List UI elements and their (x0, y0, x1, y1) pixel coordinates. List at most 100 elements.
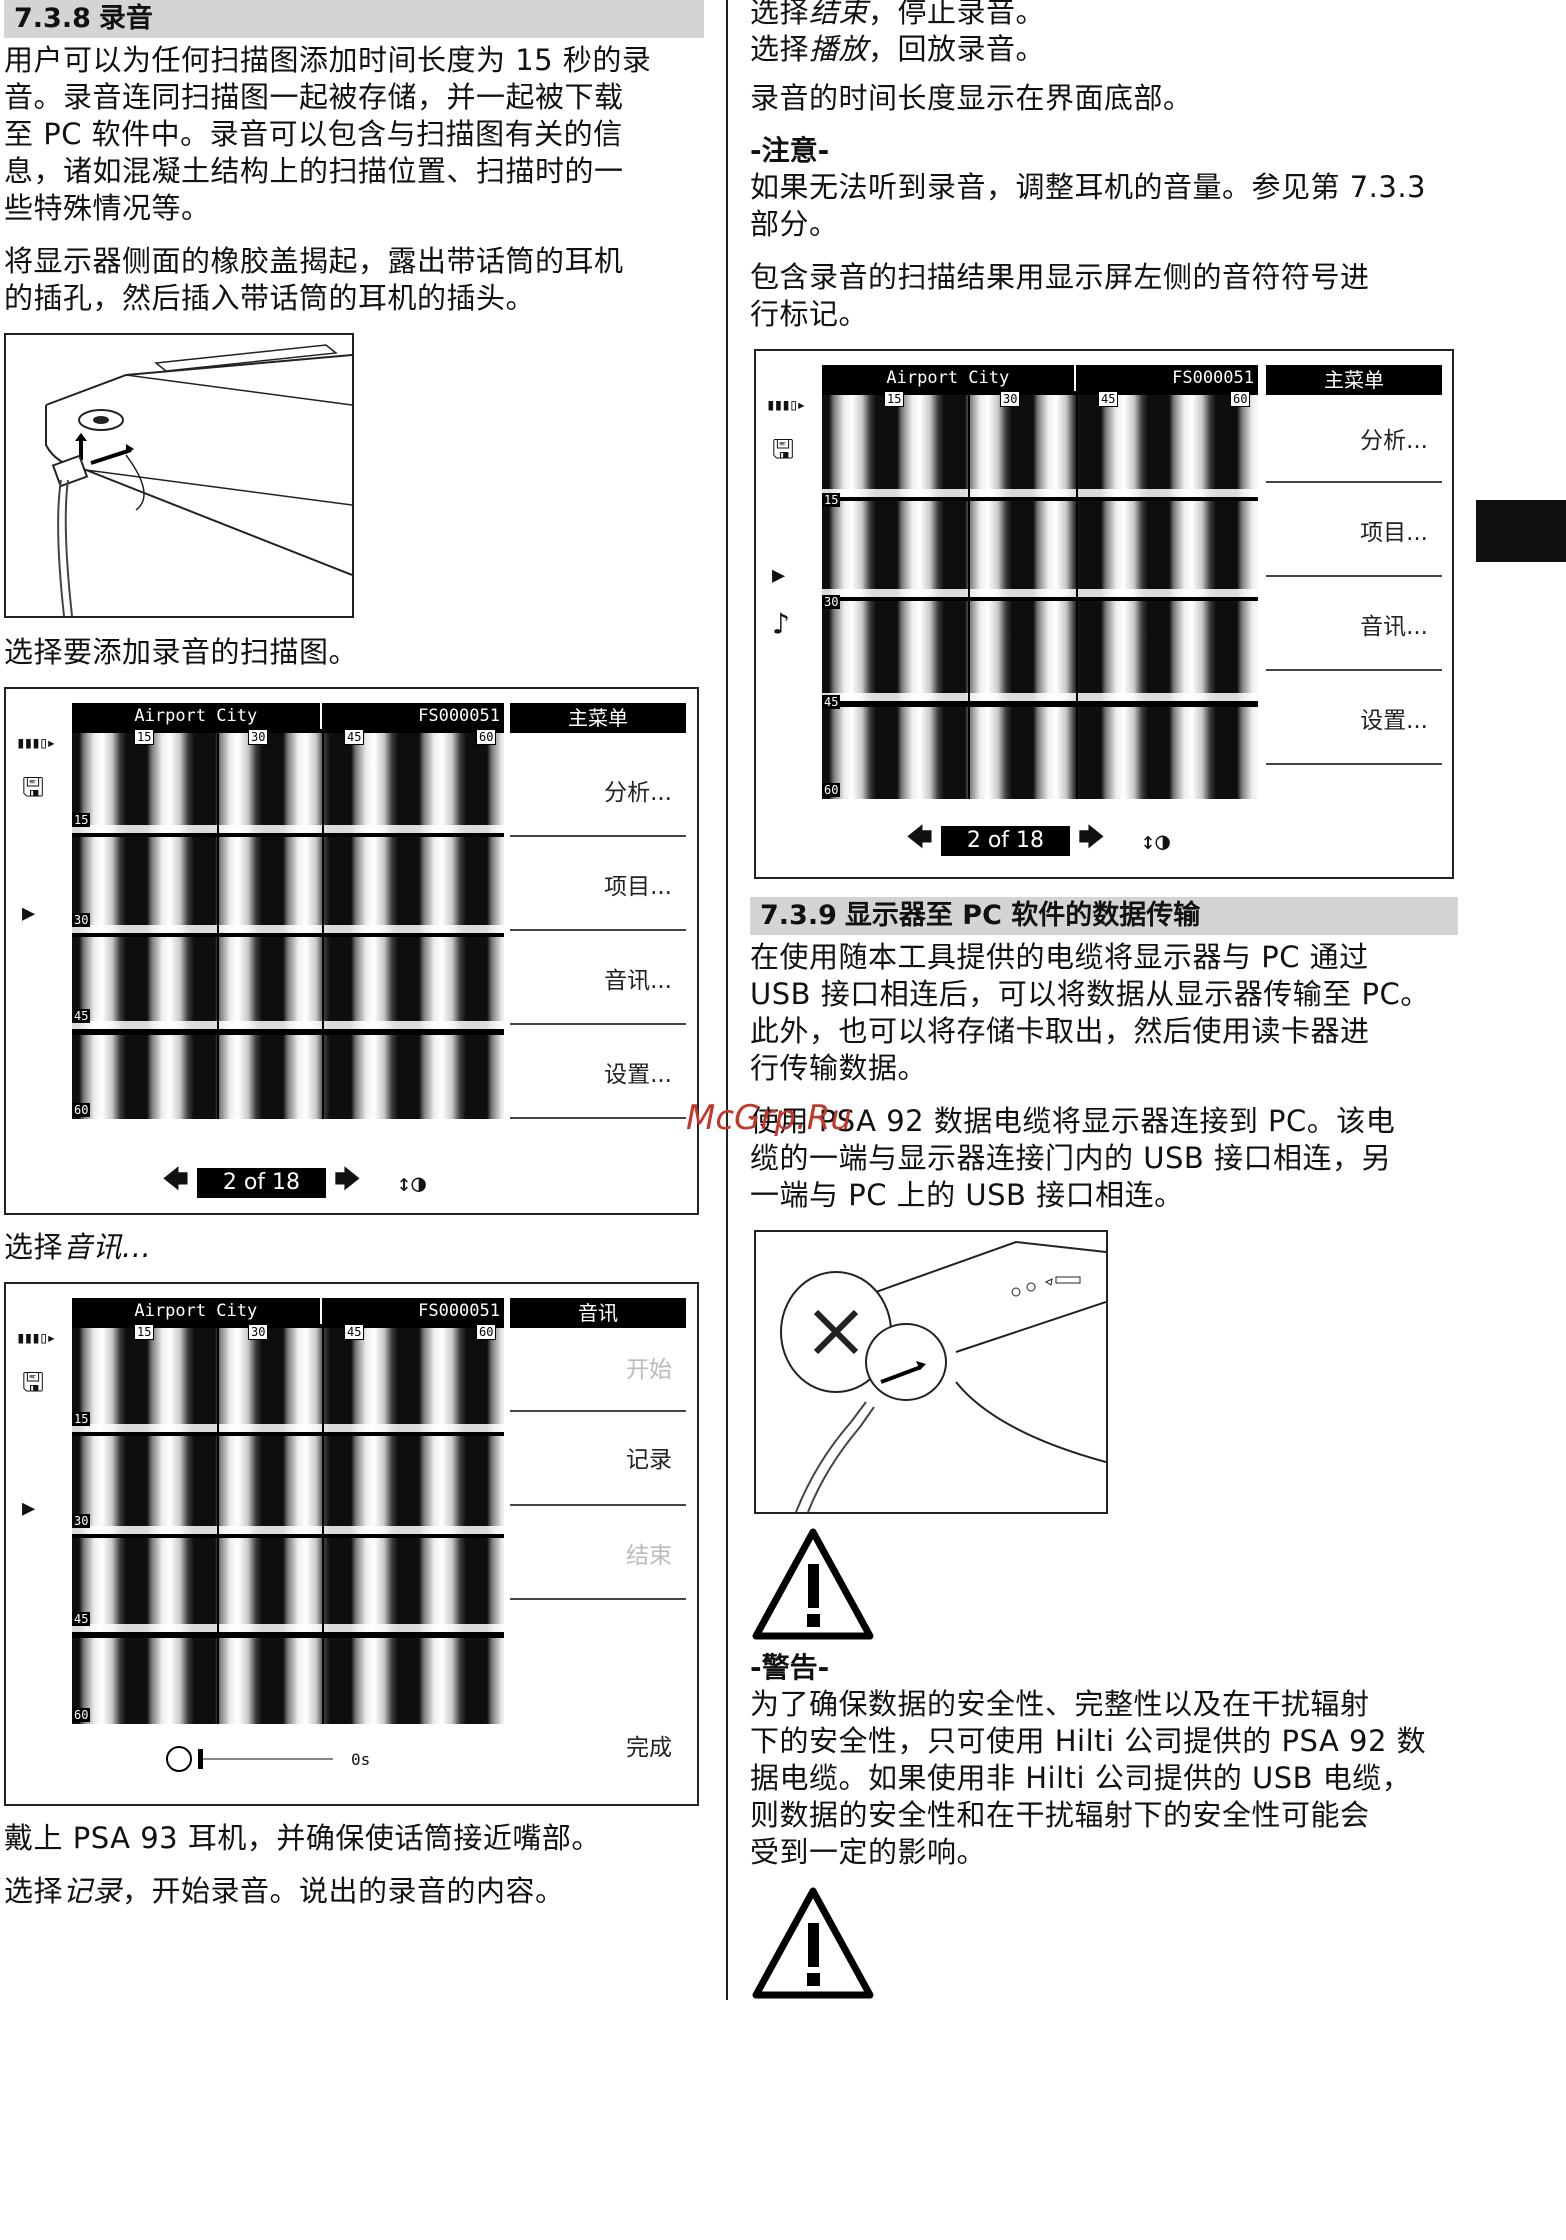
text-line: 息，诸如混凝土结构上的扫描位置、扫描时的一 (4, 154, 624, 188)
text-line: 一端与 PC 上的 USB 接口相连。 (750, 1178, 1184, 1212)
menu-item-record[interactable]: 记录 (626, 1447, 672, 1473)
save-icon: 🖫 (772, 435, 795, 465)
emphasis-text: 记录 (63, 1874, 123, 1908)
depth-mark: 45 (72, 1612, 91, 1626)
screen-audio-menu: ▮▮▮▯▸ 🖫 ▶ Airport City FS000051 15 30 45 (4, 1282, 699, 1806)
emphasis-text: 播放 (809, 32, 869, 66)
top-mark: 60 (476, 729, 497, 745)
menu-item-stop[interactable]: 结束 (626, 1543, 672, 1569)
text-line: 选择结束，停止录音。 (750, 0, 1458, 31)
section-number: 7.3.9 (760, 900, 837, 931)
menu-item-settings[interactable]: 设置... (1360, 708, 1428, 734)
device-screen: ▮▮▮▯▸ 🖫 ▶ Airport City FS000051 15 30 45 (6, 689, 697, 1213)
screen-main-menu: ▮▮▮▯▸ 🖫 ▶ Airport City FS000051 15 30 45 (4, 687, 699, 1215)
menu-item-project[interactable]: 项目... (1360, 520, 1428, 546)
column-divider (726, 0, 728, 2000)
text-line: 选择播放，回放录音。 (750, 31, 1458, 68)
device-side-drawing (45, 344, 353, 617)
menu-item-audio[interactable]: 音讯... (1360, 614, 1428, 640)
menu-item-project[interactable]: 项目... (604, 874, 672, 900)
text-line: 包含录音的扫描结果用显示屏左侧的音符符号进 (750, 260, 1370, 294)
text-line: USB 接口相连后，可以将数据从显示器传输至 PC。 (750, 977, 1430, 1011)
scan-header-bar: Airport City FS000051 (822, 365, 1258, 391)
text-line: 则数据的安全性和在干扰辐射下的安全性可能会 (750, 1798, 1370, 1832)
text-line: 缆的一端与显示器连接门内的 USB 接口相连，另 (750, 1141, 1391, 1175)
page-indicator: 2 of 18 (196, 1168, 327, 1198)
page-nav[interactable]: 🡄 2 of 18 🡆 ↕◑ (906, 819, 1170, 863)
device-screen: ▮▮▮▯▸ 🖫 ▶ ♪ Airport City FS000051 15 30 (756, 351, 1452, 877)
menu-item-analysis[interactable]: 分析... (1360, 428, 1428, 454)
text: 选择 (4, 1230, 64, 1264)
recording-bar: 0s (166, 1746, 370, 1772)
paragraph-stop-play: 选择结束，停止录音。 选择播放，回放录音。 (750, 0, 1458, 68)
right-column: 选择结束，停止录音。 选择播放，回放录音。 录音的时间长度显示在界面底部。 -注… (750, 0, 1458, 2003)
paragraph-headset-jack: 将显示器侧面的橡胶盖揭起，露出带话筒的耳机 的插孔，然后插入带话筒的耳机的插头。 (4, 243, 704, 317)
paragraph-select-scan: 选择要添加录音的扫描图。 (4, 635, 359, 669)
music-note-icon: ♪ (772, 607, 791, 642)
save-icon: 🖫 (22, 1368, 45, 1398)
save-icon: 🖫 (22, 773, 45, 803)
scan-header-bar: Airport City FS000051 (72, 1298, 504, 1324)
paragraph-music-symbol: 包含录音的扫描结果用显示屏左侧的音符符号进 行标记。 (750, 259, 1458, 333)
text-line: 部分。 (750, 207, 839, 241)
watermark: McGrp.Ru (686, 1098, 852, 1138)
audio-menu: 音讯 开始 记录 结束 完成 (510, 1298, 686, 1778)
headset-plug-illustration (4, 333, 354, 618)
paragraph-warning: 为了确保数据的安全性、完整性以及在干扰辐射 下的安全性，只可使用 Hilti 公… (750, 1686, 1458, 1871)
depth-mark: 30 (72, 1514, 91, 1528)
paragraph-transfer: 在使用随本工具提供的电缆将显示器与 PC 通过 USB 接口相连后，可以将数据从… (750, 939, 1458, 1087)
depth-mark: 15 (72, 813, 91, 827)
text-line: 据电缆。如果使用非 Hilti 公司提供的 USB 电缆， (750, 1761, 1412, 1795)
text-line: 行标记。 (750, 297, 869, 331)
emphasis-text: 结束 (809, 0, 869, 29)
section-title: 显示器至 PC 软件的数据传输 (844, 900, 1201, 931)
text: ，回放录音。 (868, 32, 1046, 66)
text-line: 使用 PSA 92 数据电缆将显示器连接到 PC。该电 (750, 1104, 1396, 1138)
text-line: 此外，也可以将存储卡取出，然后使用读卡器进 (750, 1014, 1370, 1048)
section-number: 7.3.8 (14, 3, 91, 34)
text-line: 受到一定的影响。 (750, 1835, 987, 1869)
warning-triangle-icon (752, 1528, 1458, 1644)
record-circle-icon (166, 1746, 192, 1772)
depth-mark: 60 (72, 1708, 91, 1722)
contrast-icon[interactable]: ↕◑ (396, 1169, 426, 1197)
paragraph-select-audio: 选择音讯... (4, 1229, 704, 1266)
page-nav[interactable]: 🡄 2 of 18 🡆 ↕◑ (162, 1161, 426, 1205)
depth-mark: 60 (822, 783, 841, 797)
battery-icon: ▮▮▮▯▸ (16, 1328, 56, 1347)
arrow-right-icon[interactable]: 🡆 (334, 1165, 361, 1195)
menu-item-audio[interactable]: 音讯... (604, 968, 672, 994)
top-mark: 45 (344, 729, 365, 745)
arrow-left-icon[interactable]: 🡄 (162, 1165, 189, 1195)
warning-triangle-icon (752, 1887, 1458, 2003)
scan-image: 15 30 45 60 15 30 45 60 (822, 391, 1258, 799)
menu-item-start[interactable]: 开始 (626, 1357, 672, 1383)
main-menu: 主菜单 分析... 项目... 音讯... 设置... (1266, 365, 1442, 845)
play-marker-icon: ▶ (772, 563, 786, 588)
text-line: 音。录音连同扫描图一起被存储，并一起被下载 (4, 80, 624, 114)
chapter-tab (1476, 500, 1566, 562)
battery-icon: ▮▮▮▯▸ (16, 733, 56, 752)
menu-item-settings[interactable]: 设置... (604, 1062, 672, 1088)
usb-port-illustration (754, 1230, 1108, 1514)
device-screen: ▮▮▮▯▸ 🖫 ▶ Airport City FS000051 15 30 45 (6, 1284, 697, 1804)
play-marker-icon: ▶ (22, 901, 36, 926)
menu-title: 主菜单 (510, 703, 686, 733)
top-mark: 45 (344, 1324, 365, 1340)
scan-id: FS000051 (418, 1301, 500, 1321)
progress-track (203, 1758, 333, 1760)
top-mark: 15 (884, 391, 905, 407)
text-line: 为了确保数据的安全性、完整性以及在干扰辐射 (750, 1687, 1370, 1721)
contrast-icon[interactable]: ↕◑ (1140, 827, 1170, 855)
menu-item-analysis[interactable]: 分析... (604, 780, 672, 806)
text-line: 将显示器侧面的橡胶盖揭起，露出带话筒的耳机 (4, 244, 624, 278)
top-mark: 30 (248, 1324, 269, 1340)
timer: 0s (351, 1749, 371, 1769)
menu-item-done[interactable]: 完成 (626, 1735, 672, 1761)
arrow-left-icon[interactable]: 🡄 (906, 823, 933, 853)
text: 选择 (4, 1874, 64, 1908)
text-line: 下的安全性，只可使用 Hilti 公司提供的 PSA 92 数 (750, 1724, 1427, 1758)
arrow-right-icon[interactable]: 🡆 (1078, 823, 1105, 853)
depth-mark: 15 (72, 1412, 91, 1426)
